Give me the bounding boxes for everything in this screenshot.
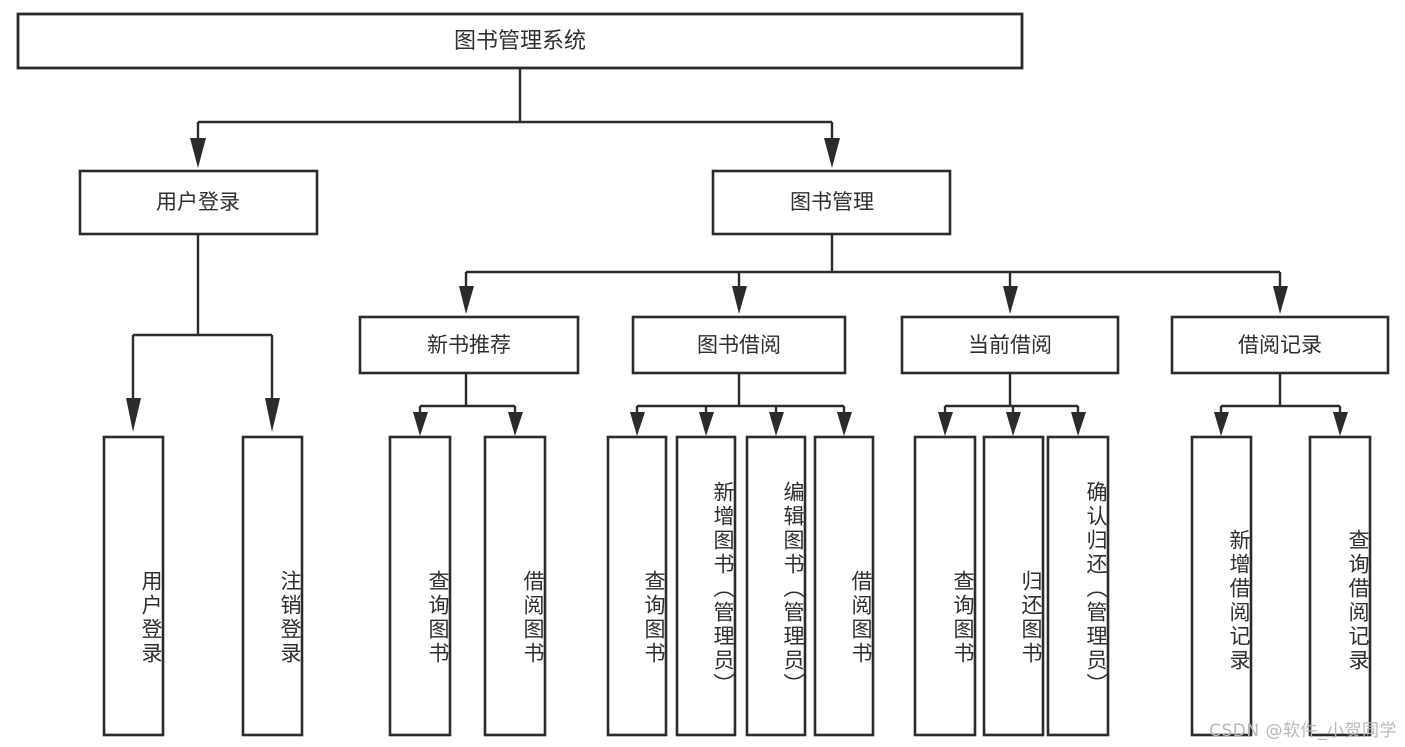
node-new-book-recommend-label: 新书推荐: [427, 333, 511, 357]
connector-current-borrow-to-leaves: [938, 373, 1086, 436]
node-current-borrow-label: 当前借阅: [968, 333, 1052, 357]
node-user-login-rect[interactable]: [78, 169, 319, 236]
node-borrow-record-label: 借阅记录: [1238, 333, 1322, 357]
node-new-book-recommend-rect[interactable]: [358, 315, 580, 375]
leaf-rect-edit-book[interactable]: [745, 435, 807, 737]
arrow-head-nbr-1: [413, 412, 428, 436]
connector-root-to-level2: [190, 68, 840, 168]
arrow-head-br-1: [1214, 412, 1229, 436]
connector-new-book-recommend-to-leaves: [413, 373, 523, 436]
leaf-rect-logout[interactable]: [241, 435, 304, 737]
arrow-head-cb-3: [1071, 412, 1086, 436]
node-user-login[interactable]: 用户登录: [78, 169, 319, 236]
arrow-head-br-2: [1333, 412, 1348, 436]
node-book-manage[interactable]: 图书管理: [711, 169, 952, 236]
leaf-rect-query-record[interactable]: [1308, 435, 1372, 737]
arrow-head-cb-1: [938, 412, 953, 436]
arrow-head-leaf-logout: [265, 398, 280, 432]
arrow-head-book-manage: [824, 138, 840, 168]
node-root-book-management-system[interactable]: 图书管理系统: [16, 12, 1024, 70]
node-current-borrow[interactable]: 当前借阅: [900, 315, 1120, 375]
leaf-rect-add-record[interactable]: [1190, 435, 1253, 737]
node-book-manage-label: 图书管理: [790, 190, 874, 214]
node-root-rect[interactable]: [16, 12, 1024, 70]
connector-book-manage-to-level3: [459, 234, 1288, 314]
node-root-label: 图书管理系统: [454, 29, 586, 54]
node-borrow-record-rect[interactable]: [1170, 315, 1390, 375]
arrow-head-cb-2: [1006, 412, 1021, 436]
node-borrow-record[interactable]: 借阅记录: [1170, 315, 1390, 375]
connector-borrow-record-to-leaves: [1214, 373, 1348, 436]
leaf-rect-borrow-book-2[interactable]: [813, 435, 875, 737]
leaf-rect-user-login[interactable]: [102, 435, 165, 737]
connector-book-borrow-to-leaves: [630, 373, 852, 436]
node-new-book-recommend[interactable]: 新书推荐: [358, 315, 580, 375]
node-book-manage-rect[interactable]: [711, 169, 952, 236]
arrow-head-book-borrow: [732, 286, 747, 314]
node-book-borrow-label: 图书借阅: [697, 333, 781, 357]
arrow-head-nbr-2: [508, 412, 523, 436]
connector-user-login-to-leaves: [126, 234, 280, 432]
arrow-head-bb-2: [699, 412, 714, 436]
arrow-head-new-book-recommend: [459, 286, 474, 314]
leaf-rect-return-book[interactable]: [982, 435, 1045, 737]
leaf-rect-borrow-book-1[interactable]: [483, 435, 547, 737]
node-book-borrow-rect[interactable]: [631, 315, 847, 375]
arrow-head-bb-4: [837, 412, 852, 436]
leaf-rect-query-book-2[interactable]: [606, 435, 668, 737]
csdn-watermark: CSDN @软件_小贺同学: [1209, 721, 1397, 741]
arrow-head-bb-3: [769, 412, 784, 436]
arrow-head-leaf-user-login: [126, 398, 141, 432]
leaf-rect-query-book-1[interactable]: [388, 435, 452, 737]
leaf-rect-confirm-return[interactable]: [1046, 435, 1110, 737]
leaf-rect-add-book[interactable]: [675, 435, 737, 737]
arrow-head-borrow-record: [1273, 286, 1288, 314]
arrow-head-user-login: [190, 138, 206, 168]
arrow-head-bb-1: [630, 412, 645, 436]
node-current-borrow-rect[interactable]: [900, 315, 1120, 375]
node-user-login-label: 用户登录: [156, 190, 240, 214]
node-book-borrow[interactable]: 图书借阅: [631, 315, 847, 375]
arrow-head-current-borrow: [1003, 286, 1018, 314]
leaf-rect-query-book-3[interactable]: [913, 435, 977, 737]
